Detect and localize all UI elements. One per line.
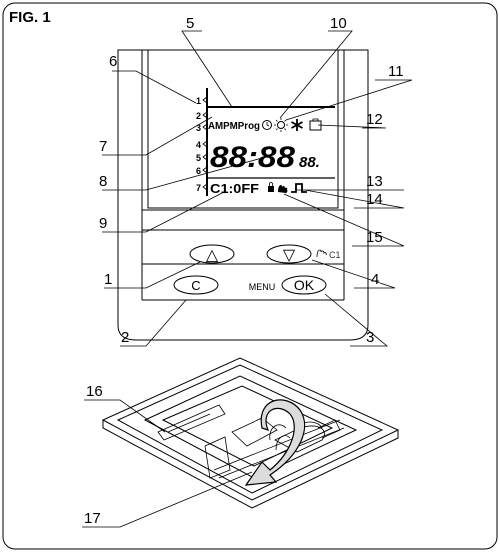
callout-17: 17 <box>84 510 101 527</box>
lcd-day-2: 2 <box>196 111 201 121</box>
lcd-day-3: 3 <box>196 123 201 133</box>
callout-13: 13 <box>366 173 383 190</box>
lcd-day-7: 7 <box>196 183 201 193</box>
down-button[interactable]: ▽ <box>266 244 312 264</box>
lcd-small-digits: 88. <box>299 154 320 171</box>
hand-small-icon <box>316 249 327 258</box>
c-button[interactable]: C <box>173 275 219 295</box>
ok-button[interactable]: OK <box>281 275 327 295</box>
lcd-day-5: 5 <box>196 153 201 163</box>
pulse-icon <box>291 183 307 193</box>
c-button-label: C <box>191 278 200 293</box>
wall-base-drawing <box>101 357 400 509</box>
clock-icon <box>262 120 272 130</box>
callout-3: 3 <box>366 329 374 346</box>
callout-14: 14 <box>366 191 383 208</box>
ok-button-label: OK <box>294 277 315 293</box>
callout-10: 10 <box>330 15 347 32</box>
callout-4: 4 <box>371 271 379 288</box>
callout-15: 15 <box>366 229 383 246</box>
lcd-day-1: 1 <box>196 96 201 106</box>
lcd-window <box>147 49 339 209</box>
manual-c1-indicator: C1 <box>316 249 341 260</box>
lcd-day-numbers: 1 2 3 4 5 6 7 <box>196 96 208 193</box>
down-arrow-icon: ▽ <box>283 247 296 264</box>
callout-2: 2 <box>121 329 129 346</box>
callout-7: 7 <box>99 138 107 155</box>
callout-12: 12 <box>366 111 383 128</box>
callout-16: 16 <box>86 383 103 400</box>
callout-numbers: 5 10 6 11 12 7 13 8 14 9 15 1 4 2 3 16 1… <box>84 15 404 527</box>
up-arrow-icon: △ <box>206 247 219 264</box>
lcd-program-text: C1:0FF <box>210 181 259 196</box>
rotation-arrow-icon <box>244 399 306 486</box>
suitcase-icon <box>309 118 322 131</box>
device-body <box>117 49 369 341</box>
lock-icon <box>268 182 274 192</box>
snowflake-icon <box>291 119 303 131</box>
figure-title: FIG. 1 <box>9 9 51 26</box>
callout-1: 1 <box>104 271 112 288</box>
up-button[interactable]: △ <box>189 244 235 264</box>
hand-icon <box>278 185 288 193</box>
leader-lines <box>82 30 413 528</box>
lcd-day-6: 6 <box>196 166 201 176</box>
callout-8: 8 <box>99 173 107 190</box>
c1-label: C1 <box>329 250 341 260</box>
callout-11: 11 <box>388 63 404 80</box>
menu-label: MENU <box>249 282 276 292</box>
lcd-day-4: 4 <box>196 140 201 150</box>
callout-6: 6 <box>109 53 117 70</box>
lcd-ampm-prog: AMPMProg <box>208 121 260 132</box>
sun-icon <box>274 118 288 132</box>
callout-9: 9 <box>99 215 107 232</box>
callout-5: 5 <box>186 15 194 32</box>
